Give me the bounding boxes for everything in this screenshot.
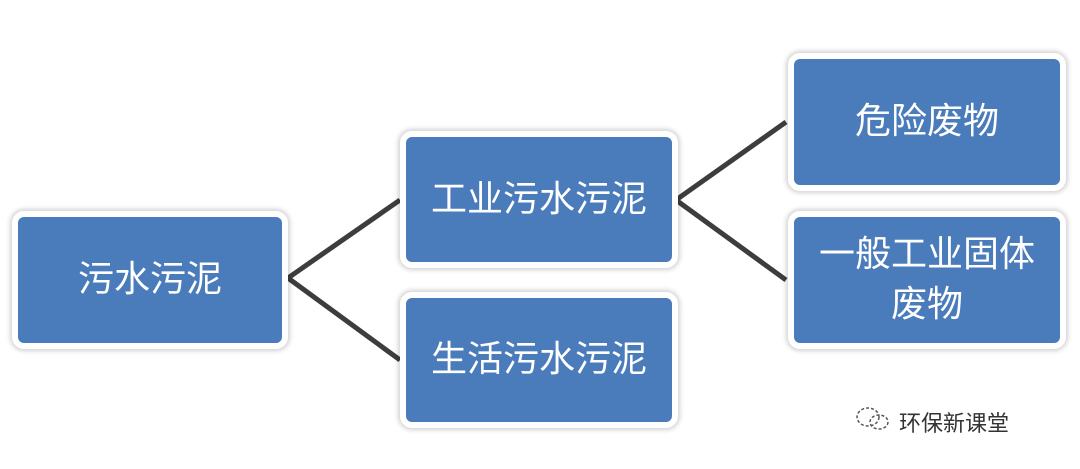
node-domestic-sludge: 生活污水污泥: [400, 292, 678, 428]
connector-industrial-children: [671, 119, 788, 283]
node-label: 危险废物: [854, 101, 999, 142]
node-general-industrial-waste: 一般工业固体废物: [788, 211, 1066, 349]
watermark-text: 环保新课堂: [899, 412, 1010, 437]
node-label: 工业污水污泥: [430, 178, 647, 220]
connector-root-children: [283, 197, 402, 363]
wechat-icon: [855, 405, 891, 439]
node-label: 一般工业固体废物: [818, 234, 1035, 325]
node-industrial-sludge: 工业污水污泥: [400, 131, 678, 268]
node-hazardous-waste: 危险废物: [788, 53, 1066, 191]
node-label: 污水污泥: [77, 259, 222, 300]
watermark: 环保新课堂: [855, 405, 1009, 439]
node-label: 生活污水污泥: [430, 339, 647, 380]
node-sewage-sludge: 污水污泥: [12, 211, 288, 349]
